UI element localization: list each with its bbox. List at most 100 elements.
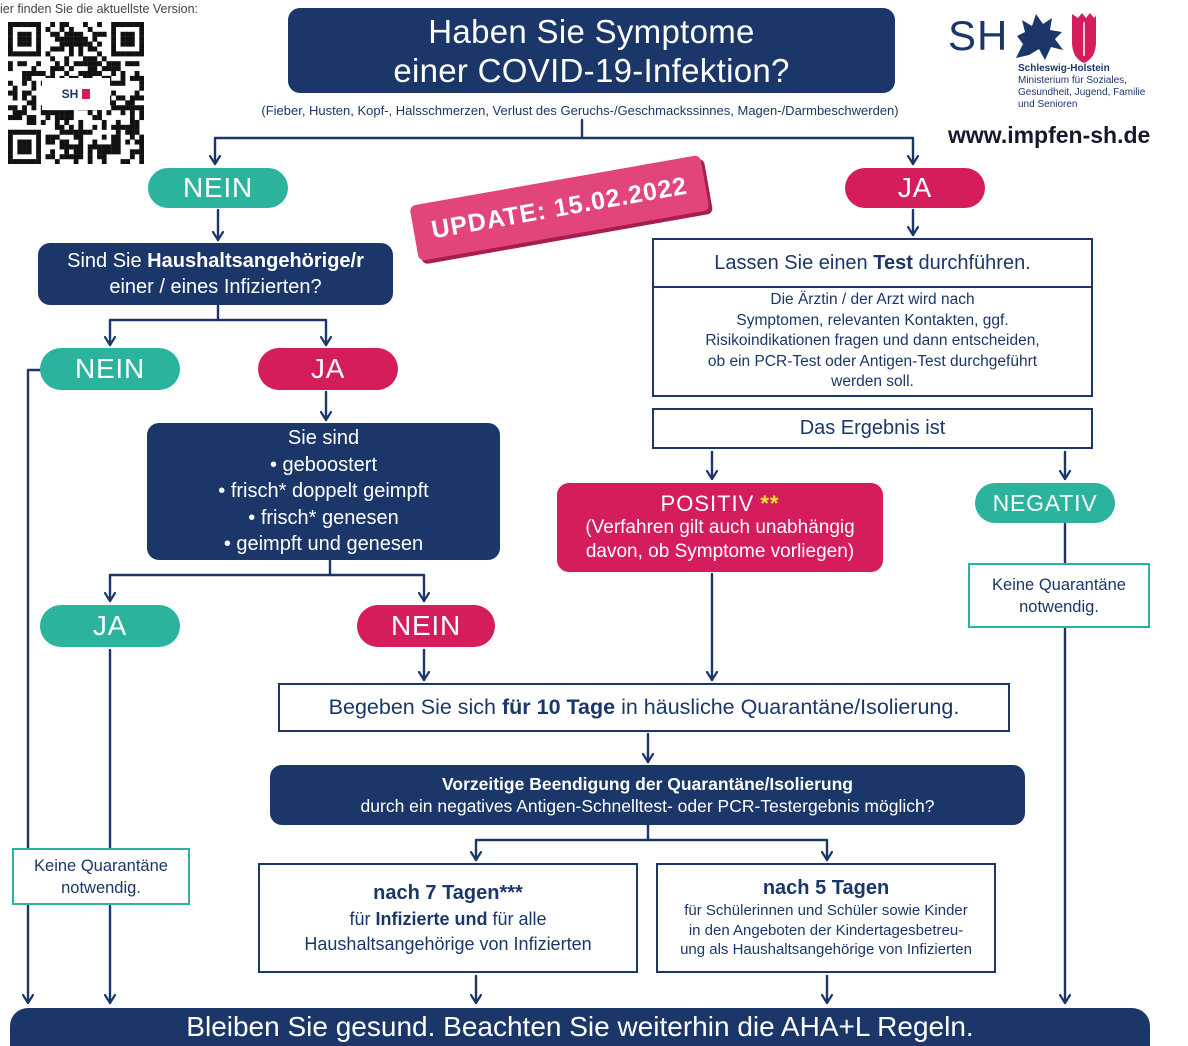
qr-module [120,51,126,57]
qr-module [22,139,27,145]
qr-module [120,80,126,86]
qr-module [54,36,60,42]
status-item: • geboostert [269,453,378,476]
qr-module [111,149,117,155]
seven-days-box: nach 7 Tagen*** für Infizierte und für a… [258,863,638,973]
ministry-line-2: Gesundheit, Jugend, Familie [1018,87,1146,98]
qr-module [22,70,27,77]
qr-module [59,154,65,160]
connector-split-arrows [476,838,827,862]
qr-module [26,139,32,145]
qr-module [8,159,13,165]
answer-no-pill: NEIN [148,168,288,208]
positive-title: POSITIV** [661,491,780,516]
qr-module [92,61,98,67]
seven-days-line-1: für Infizierte und für alle [349,907,546,932]
qr-module [50,139,56,145]
qr-module [101,66,107,72]
qr-module [87,70,93,77]
qr-module [22,51,27,57]
qr-module [45,26,51,32]
qr-module [78,124,84,130]
qr-module [31,85,37,91]
qr-module [115,119,121,125]
qr-module [111,70,117,77]
qr-module [139,22,145,28]
qr-module [26,90,32,96]
qr-module [26,75,32,81]
qr-module [125,139,131,145]
qr-module [83,22,88,28]
qr-module [8,46,13,52]
qr-module [8,36,13,42]
qr-module [50,154,56,160]
positive-line-2: davon, ob Symptome vorliegen) [585,540,855,562]
seven-days-text: für [349,908,376,929]
qr-module [8,105,13,111]
qr-module [129,134,135,140]
qr-module [68,31,74,37]
qr-module [97,51,102,57]
qr-module [134,95,140,101]
qr-module [50,149,56,155]
quarantine-box: Begeben Sie sich für 10 Tage in häuslich… [278,683,1010,732]
qr-module [111,90,117,96]
qr-module [111,100,117,106]
no-quarantine-line-2: notwendig. [61,878,141,897]
qr-module [26,144,32,150]
qr-module [54,66,60,72]
immunity-status-box: Sie sind • geboostert • frisch* doppelt … [147,423,500,560]
household-no-pill: NEIN [40,348,180,390]
qr-module [73,36,79,42]
qr-module [83,129,88,135]
qr-module [111,61,117,67]
qr-module [26,119,32,125]
household-yes-pill: JA [258,348,398,390]
qr-module [87,149,93,155]
qr-module [139,51,145,57]
quarantine-line: Begeben Sie sich für 10 Tage in häuslich… [329,695,960,720]
qr-module [64,154,70,160]
qr-module [64,149,70,155]
qr-module [111,134,117,140]
qr-module [59,26,65,32]
qr-module [78,70,84,77]
qr-module [129,149,135,155]
qr-module [139,41,145,47]
qr-module [87,154,93,160]
qr-module [78,149,84,155]
qr-module [139,31,145,37]
qr-module [45,115,51,121]
no-quarantine-line-1: Keine Quarantäne [34,856,168,875]
qr-module [31,22,37,28]
qr-module [17,159,23,165]
qr-module [134,149,140,155]
qr-module [64,110,70,116]
qr-module [101,56,107,62]
qr-module [115,95,121,101]
qr-module [73,149,79,155]
qr-module [92,36,98,42]
qr-module [87,46,93,52]
qr-module [31,100,37,106]
qr-module [59,41,65,47]
qr-module [8,51,13,57]
qr-module [92,139,98,145]
qr-module [115,149,121,155]
qr-module [139,154,145,160]
ministry-line-1: Ministerium für Soziales, [1018,75,1127,86]
qr-module [97,110,102,116]
qr-module [125,124,131,130]
logo-sh-text: SH [948,12,1009,59]
doctor-line: werden soll. [831,373,914,391]
qr-module [139,85,145,91]
qr-module [73,144,79,150]
qr-module [73,41,79,47]
qr-module [97,31,102,37]
qr-module [64,41,70,47]
early-release-subtitle: durch ein negatives Antigen-Schnelltest-… [360,796,935,816]
qr-module [36,139,41,145]
qr-module [64,119,70,125]
qr-module [22,144,27,150]
qr-module [59,46,65,52]
